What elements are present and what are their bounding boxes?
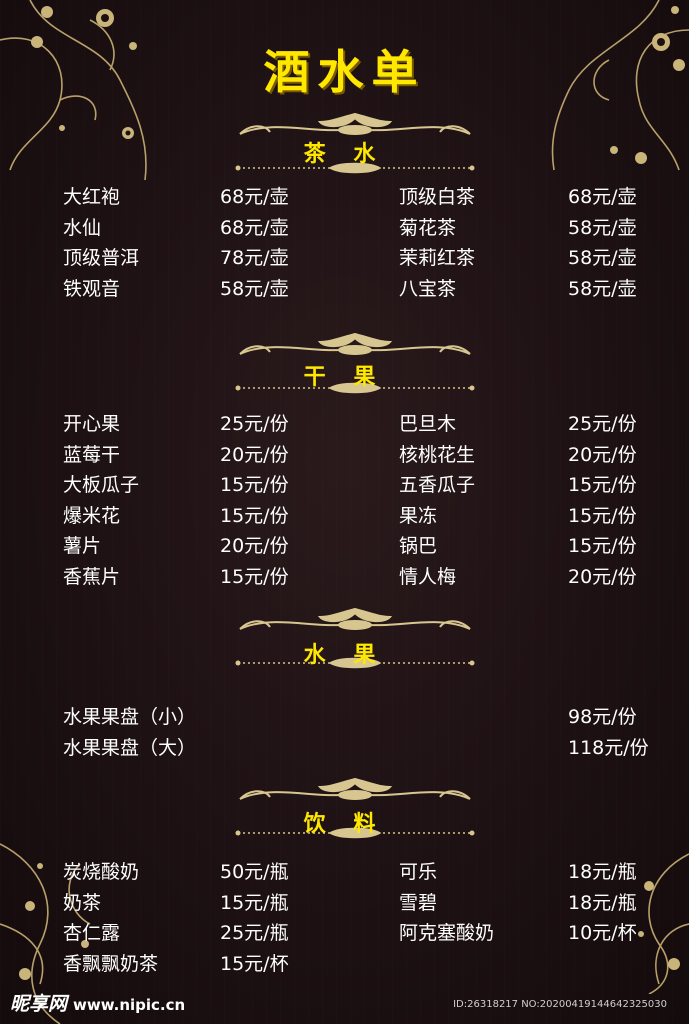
section-ornament bbox=[235, 607, 475, 669]
item-price-right: 18元/瓶 bbox=[568, 891, 637, 914]
section-ornament bbox=[235, 112, 475, 174]
item-price: 25元/份 bbox=[220, 413, 289, 435]
item-name-right: 巴旦木 bbox=[399, 413, 457, 435]
item-price-right: 58元/壶 bbox=[568, 277, 637, 300]
section-title: 茶 水 bbox=[303, 142, 386, 167]
item-name-right: 菊花茶 bbox=[399, 216, 457, 239]
item-price-right: 68元/壶 bbox=[568, 186, 637, 208]
corner-flourish-bottom-right bbox=[638, 853, 689, 994]
item-price-right: 58元/壶 bbox=[568, 247, 637, 269]
item-price-right: 15元/份 bbox=[568, 504, 637, 527]
item-name: 水仙 bbox=[63, 216, 102, 239]
item-name-right: 茉莉红茶 bbox=[399, 247, 476, 269]
item-name-right: 雪碧 bbox=[399, 891, 438, 914]
item-name: 爆米花 bbox=[63, 504, 121, 527]
item-price: 15元/份 bbox=[220, 474, 289, 496]
item-name: 奶茶 bbox=[63, 891, 102, 914]
item-name: 炭烧酸奶 bbox=[63, 861, 140, 883]
item-name-right: 五香瓜子 bbox=[399, 474, 476, 496]
item-name: 水果果盘（大） bbox=[63, 736, 197, 759]
item-name: 杏仁露 bbox=[63, 922, 121, 944]
watermark-logo-text: 昵享网 bbox=[10, 993, 68, 1015]
item-price: 78元/壶 bbox=[220, 247, 289, 269]
item-price-right: 25元/份 bbox=[568, 413, 637, 435]
section-title: 饮 料 bbox=[303, 812, 386, 837]
item-price: 20元/份 bbox=[220, 443, 289, 466]
item-name: 大板瓜子 bbox=[63, 474, 140, 496]
item-price-right: 20元/份 bbox=[568, 565, 637, 588]
item-price-right: 58元/壶 bbox=[568, 216, 637, 239]
watermark-url: www.nipic.cn bbox=[73, 996, 186, 1014]
item-name-right: 锅巴 bbox=[399, 535, 438, 557]
item-price: 25元/瓶 bbox=[220, 922, 289, 944]
section-ornament bbox=[235, 777, 475, 839]
item-price-right: 18元/瓶 bbox=[568, 861, 637, 883]
item-price: 50元/瓶 bbox=[220, 861, 289, 883]
item-price: 58元/壶 bbox=[220, 277, 289, 300]
item-price-right: 98元/份 bbox=[568, 706, 637, 728]
item-price: 68元/壶 bbox=[220, 216, 289, 239]
item-name-right: 可乐 bbox=[399, 861, 438, 883]
section-title: 干 果 bbox=[303, 365, 386, 390]
item-price: 68元/壶 bbox=[220, 186, 289, 208]
item-name-right: 阿克塞酸奶 bbox=[399, 922, 495, 944]
item-name: 蓝莓干 bbox=[63, 443, 121, 466]
item-name-right: 核桃花生 bbox=[399, 443, 476, 466]
section-title: 水 果 bbox=[303, 643, 386, 668]
menu-title: 酒水单 bbox=[263, 45, 426, 99]
item-name: 开心果 bbox=[63, 413, 121, 435]
item-name: 薯片 bbox=[63, 535, 102, 557]
item-price: 20元/份 bbox=[220, 535, 289, 557]
item-price-right: 10元/杯 bbox=[568, 922, 637, 944]
item-name-right: 果冻 bbox=[399, 504, 438, 527]
corner-flourish-top-right bbox=[551, 0, 689, 171]
item-name: 香蕉片 bbox=[63, 565, 121, 588]
item-name: 香飘飘奶茶 bbox=[63, 952, 159, 975]
item-price: 15元/瓶 bbox=[220, 891, 289, 914]
item-price: 15元/份 bbox=[220, 565, 289, 588]
image-id: ID:26318217 NO:20200419144642325030 bbox=[453, 999, 667, 1010]
item-name-right: 八宝茶 bbox=[399, 277, 457, 300]
item-price: 15元/杯 bbox=[220, 952, 289, 975]
section-ornament bbox=[235, 332, 475, 394]
corner-flourish-bottom-left bbox=[0, 843, 91, 1024]
item-price-right: 20元/份 bbox=[568, 443, 637, 466]
watermark-logo: 昵享网 www.nipic.cn bbox=[10, 989, 185, 1016]
item-price-right: 118元/份 bbox=[568, 736, 649, 759]
item-price: 15元/份 bbox=[220, 504, 289, 527]
item-name: 铁观音 bbox=[63, 277, 121, 300]
item-price-right: 15元/份 bbox=[568, 474, 637, 496]
item-name: 大红袍 bbox=[63, 186, 121, 208]
item-name: 顶级普洱 bbox=[63, 247, 140, 269]
item-name-right: 顶级白茶 bbox=[399, 186, 476, 208]
item-name-right: 情人梅 bbox=[399, 565, 457, 588]
corner-flourish-top-left bbox=[0, 0, 147, 181]
item-name: 水果果盘（小） bbox=[63, 706, 197, 728]
item-price-right: 15元/份 bbox=[568, 535, 637, 557]
